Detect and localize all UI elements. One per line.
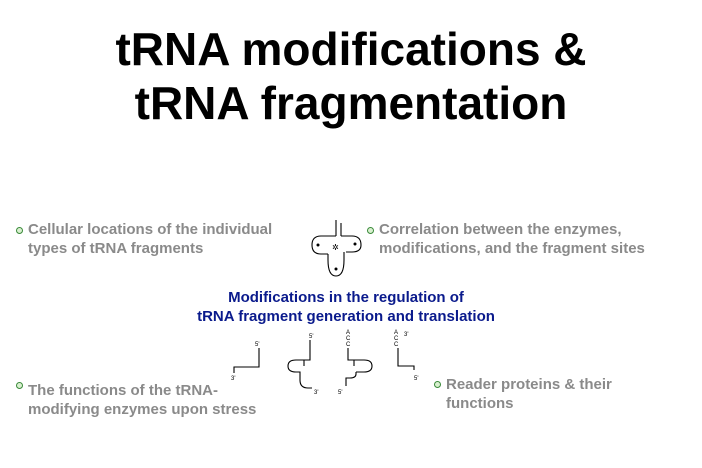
modification-dot-icon	[316, 243, 320, 247]
trna-fragment-icon: A C C 5'	[338, 330, 373, 396]
label-3prime: 3'	[404, 332, 408, 338]
label-5prime: 5'	[338, 390, 342, 396]
bullet-cellular-locations: Cellular locations of the individual typ…	[28, 220, 272, 258]
bullet-line: Correlation between the enzymes,	[379, 221, 622, 238]
bullet-reader-proteins: Reader proteins & their functions	[446, 375, 612, 413]
bullet-line: types of tRNA fragments	[28, 240, 204, 257]
modification-star-icon: ✲	[332, 243, 339, 252]
bullet-line: modifications, and the fragment sites	[379, 240, 645, 257]
center-heading: Modifications in the regulation of tRNA …	[120, 288, 572, 326]
modification-dot-icon	[334, 267, 338, 271]
bullet-line: Reader proteins & their	[446, 376, 612, 393]
trna-fragment-icon: A C C 3' 5'	[394, 330, 418, 382]
acc-label: A	[346, 330, 350, 336]
page-title: tRNA modifications & tRNA fragmentation	[0, 22, 702, 130]
bullet-dot-icon	[16, 227, 23, 234]
bullet-enzyme-correlation: Correlation between the enzymes, modific…	[379, 220, 645, 258]
acc-label: A	[394, 330, 398, 336]
trna-fragment-icon: 5' 3'	[231, 342, 260, 382]
title-line-1: tRNA modifications &	[115, 23, 587, 75]
trna-fragment-icon: 5' 3'	[287, 334, 318, 396]
bullet-line: functions	[446, 395, 514, 412]
bullet-dot-icon	[16, 382, 23, 389]
acc-label: C	[346, 342, 351, 348]
bullet-enzyme-functions: The functions of the tRNA- modifying enz…	[28, 381, 256, 419]
trna-cloverleaf-icon: ✲	[311, 220, 362, 277]
title-line-2: tRNA fragmentation	[134, 77, 568, 129]
label-3prime: 3'	[231, 376, 235, 382]
bullet-line: The functions of the tRNA-	[28, 382, 218, 399]
bullet-line: modifying enzymes upon stress	[28, 401, 257, 418]
acc-label: C	[346, 336, 351, 342]
center-heading-line: tRNA fragment generation and translation	[197, 308, 495, 325]
center-heading-line: Modifications in the regulation of	[228, 289, 464, 306]
label-3prime: 3'	[314, 390, 318, 396]
bullet-dot-icon	[367, 227, 374, 234]
modification-dot-icon	[353, 242, 357, 246]
acc-label: C	[394, 336, 399, 342]
bullet-dot-icon	[434, 381, 441, 388]
label-5prime: 5'	[255, 342, 259, 348]
label-5prime: 5'	[309, 334, 313, 340]
label-5prime: 5'	[414, 376, 418, 382]
bullet-line: Cellular locations of the individual	[28, 221, 273, 238]
acc-label: C	[394, 342, 399, 348]
